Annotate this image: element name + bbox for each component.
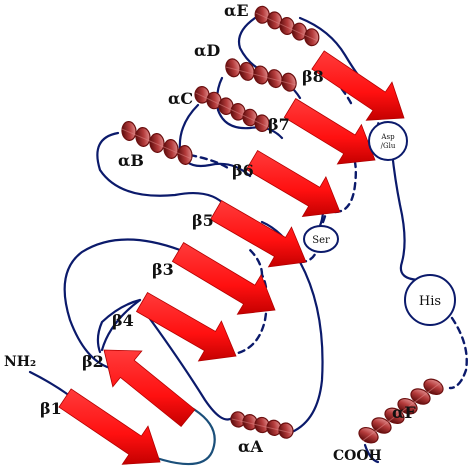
strand-b6-label: β6: [232, 161, 254, 180]
dash-his-aF: [448, 316, 468, 390]
helix-aF-label: αF: [392, 403, 416, 422]
beta-strands: [58, 50, 405, 465]
his-site: His: [404, 274, 456, 326]
loop-b4-lower: [96, 298, 142, 354]
helix-aE-coil: [254, 5, 320, 47]
helix-aF-coil: [358, 378, 444, 444]
helix-aE-label: αE: [224, 1, 249, 20]
loop-b4-aA: [143, 310, 234, 421]
loop-aspglu-his: [390, 150, 424, 282]
strand-b4-arrow: [135, 291, 237, 362]
structure-labels: NH₂ COOH β1 β2 β3 β4 β5 β6 β7 β8 αA αB α…: [4, 1, 416, 464]
strand-b6-arrow: [245, 149, 341, 217]
strand-b3-arrow: [171, 242, 276, 315]
c-terminus-label: COOH: [333, 448, 382, 464]
loop-b5-aB: [96, 131, 228, 208]
helix-aA-label: αA: [238, 437, 263, 456]
strand-b5-arrow: [209, 199, 307, 268]
dash-aB-b6: [188, 153, 230, 170]
loop-aF-cooh: [363, 443, 380, 464]
strand-b8-label: β8: [302, 67, 324, 86]
his-label: His: [419, 294, 441, 309]
strand-b4-label: β4: [112, 311, 134, 330]
dash-b3-b5: [248, 248, 264, 277]
helix-aC-label: αC: [168, 89, 193, 108]
helix-aD-coil: [225, 58, 297, 92]
loop-b6-aC: [178, 103, 252, 178]
asp-glu-site: Asp /Glu: [368, 121, 408, 161]
strand-b1-arrow: [58, 388, 161, 465]
strand-b2-label: β2: [82, 352, 104, 371]
loop-b2-b4: [100, 298, 142, 352]
n-terminus-label: NH₂: [4, 354, 36, 370]
strand-b1-label: β1: [40, 399, 62, 418]
helix-aB-label: αB: [118, 151, 144, 170]
ser-label: Ser: [312, 235, 330, 246]
helix-aC-coil: [194, 86, 270, 132]
active-site-residues: Ser Asp /Glu His: [303, 121, 456, 326]
strand-b2-arrow: [103, 349, 196, 428]
glu-label: /Glu: [381, 142, 396, 150]
asp-label: Asp: [380, 133, 395, 141]
ser-site: Ser: [303, 225, 339, 253]
strand-b7-label: β7: [268, 115, 290, 134]
strand-b8-arrow: [311, 50, 405, 121]
strand-b3-label: β3: [152, 260, 174, 279]
strand-b7-arrow: [283, 98, 376, 165]
helix-aB-coil: [121, 121, 193, 165]
helix-aA-coil: [230, 411, 294, 439]
loop-b3-left: [63, 238, 182, 370]
alpha-helices: [121, 5, 444, 444]
helix-aD-label: αD: [194, 41, 220, 60]
loop-nterm-b1: [28, 370, 72, 398]
strand-b5-label: β5: [192, 211, 214, 230]
